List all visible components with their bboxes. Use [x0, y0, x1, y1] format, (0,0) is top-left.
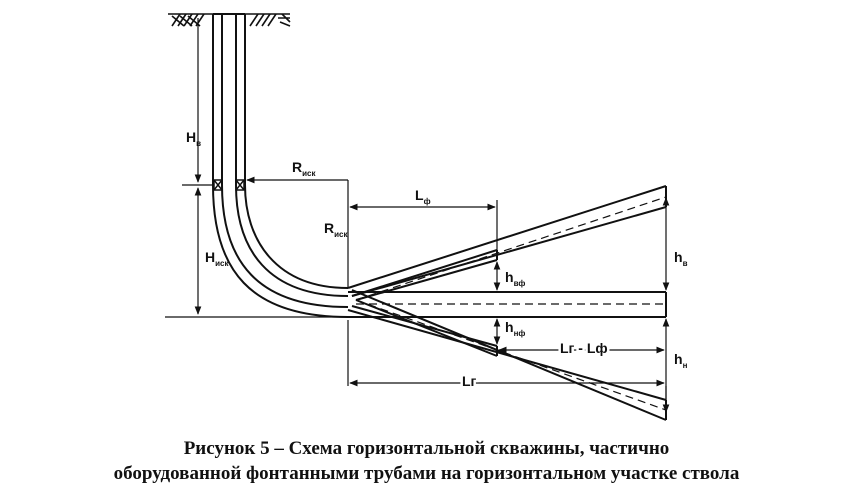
label-h-v-right: hв	[674, 249, 688, 268]
label-l-g: Lг	[462, 373, 477, 389]
label-l-f: Lф	[415, 187, 431, 206]
ground-surface	[168, 13, 291, 27]
label-l-g-minus-l-f: Lг - Lф	[560, 340, 608, 356]
label-h-isk: Hиск	[205, 249, 229, 268]
label-h-v: Hв	[186, 129, 201, 148]
build-up-curve	[212, 184, 349, 318]
figure-caption: Рисунок 5 – Схема горизонтальной скважин…	[0, 436, 853, 486]
label-h-vf: hвф	[505, 269, 525, 288]
dimension-lines	[165, 18, 670, 420]
downward-branch	[347, 289, 667, 421]
label-r-isk-top: Rиск	[292, 159, 316, 178]
label-h-n-right: hн	[674, 351, 688, 370]
caption-line-1: Рисунок 5 – Схема горизонтальной скважин…	[183, 438, 670, 459]
upward-branch	[347, 185, 667, 301]
horizontal-branch	[348, 291, 667, 318]
label-h-nf: hнф	[505, 319, 525, 338]
caption-line-2: оборудованной фонтанными трубами на гори…	[113, 463, 740, 484]
label-r-isk-mid: Rиск	[324, 220, 348, 239]
packer	[213, 179, 245, 191]
vertical-wellbore	[212, 13, 246, 185]
